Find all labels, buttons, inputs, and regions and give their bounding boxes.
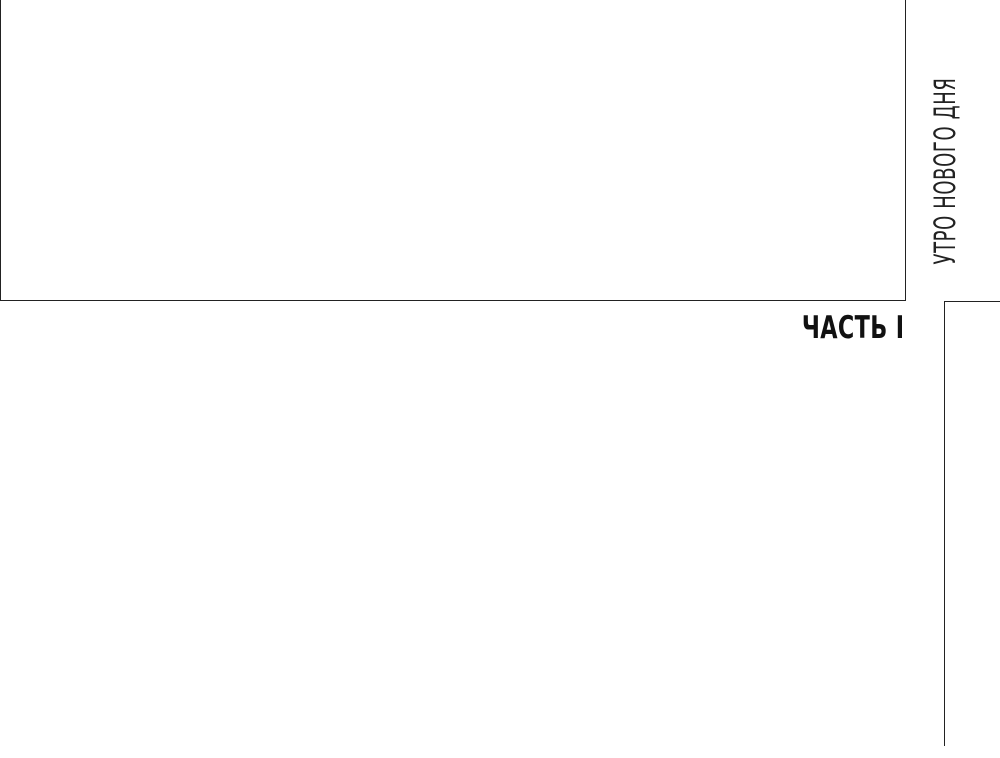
top-frame-box (0, 0, 906, 301)
running-title-vertical: УТРО НОВОГО ДНЯ (928, 77, 962, 265)
side-frame-box (944, 301, 1000, 746)
part-heading: ЧАСТЬ I (801, 310, 904, 346)
